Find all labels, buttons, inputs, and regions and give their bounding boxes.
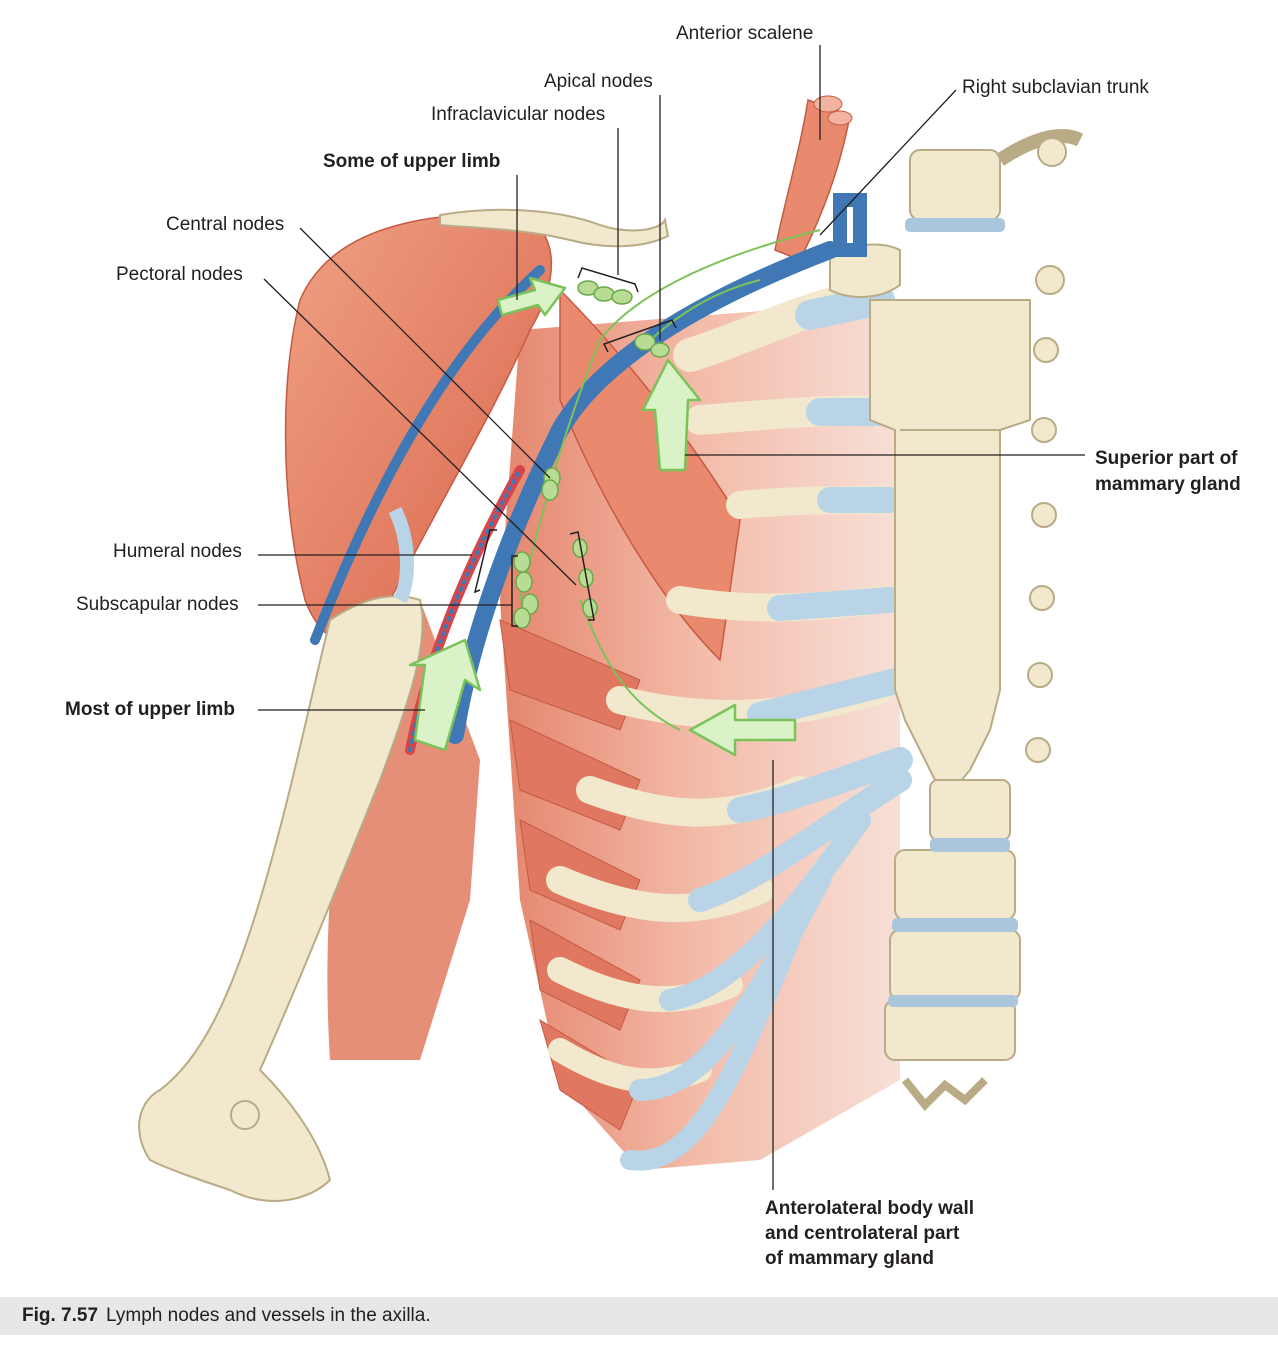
label-pectoral-nodes: Pectoral nodes: [116, 264, 243, 285]
label-right-subclavian-trunk: Right subclavian trunk: [962, 77, 1149, 98]
label-central-nodes: Central nodes: [166, 214, 285, 235]
vertebral-column: [884, 129, 1084, 1111]
label-anterolateral-body-wall: Anterolateral body wall and centrolatera…: [765, 1196, 974, 1271]
label-superior-part-of-mammary-gland: Superior part of mammary gland: [1095, 446, 1241, 498]
arrow-superior-mammary: [641, 358, 702, 472]
label-anterolateral-line-3: of mammary gland: [765, 1248, 934, 1269]
leader-lines: [258, 45, 1085, 1190]
figure-caption: Fig. 7.57 Lymph nodes and vessels in the …: [0, 1297, 1278, 1335]
lymph-flow-arrows: [408, 276, 797, 757]
label-infraclavicular-nodes: Infraclavicular nodes: [431, 104, 606, 125]
arrow-some-of-upper-limb: [496, 276, 567, 317]
label-anterolateral-line-2: and centrolateral part: [765, 1223, 960, 1244]
label-apical-nodes: Apical nodes: [544, 71, 653, 92]
label-superior-mammary-line-2: mammary gland: [1095, 474, 1241, 495]
arrow-anterolateral: [688, 703, 797, 757]
label-subscapular-nodes: Subscapular nodes: [76, 594, 239, 615]
intervertebral-discs: [888, 218, 1018, 1007]
label-superior-mammary-line-1: Superior part of: [1095, 448, 1238, 469]
label-anterolateral-line-1: Anterolateral body wall: [765, 1198, 975, 1219]
figure-number: Fig. 7.57: [22, 1305, 99, 1326]
label-some-of-upper-limb: Some of upper limb: [323, 151, 501, 172]
node-group-brackets: [473, 267, 677, 627]
axilla-lymph-illustration: [138, 45, 1085, 1202]
caption-text: Fig. 7.57 Lymph nodes and vessels in the …: [22, 1305, 431, 1327]
anterior-scalene-muscle: [774, 95, 853, 261]
arrow-most-of-upper-limb: [408, 638, 482, 752]
costal-cartilages: [620, 285, 913, 1171]
humerus: [138, 506, 424, 1202]
caption-body: Lymph nodes and vessels in the axilla.: [106, 1305, 431, 1326]
label-anterior-scalene: Anterior scalene: [676, 23, 814, 44]
label-most-of-upper-limb: Most of upper limb: [65, 699, 235, 720]
label-humeral-nodes: Humeral nodes: [113, 541, 242, 562]
